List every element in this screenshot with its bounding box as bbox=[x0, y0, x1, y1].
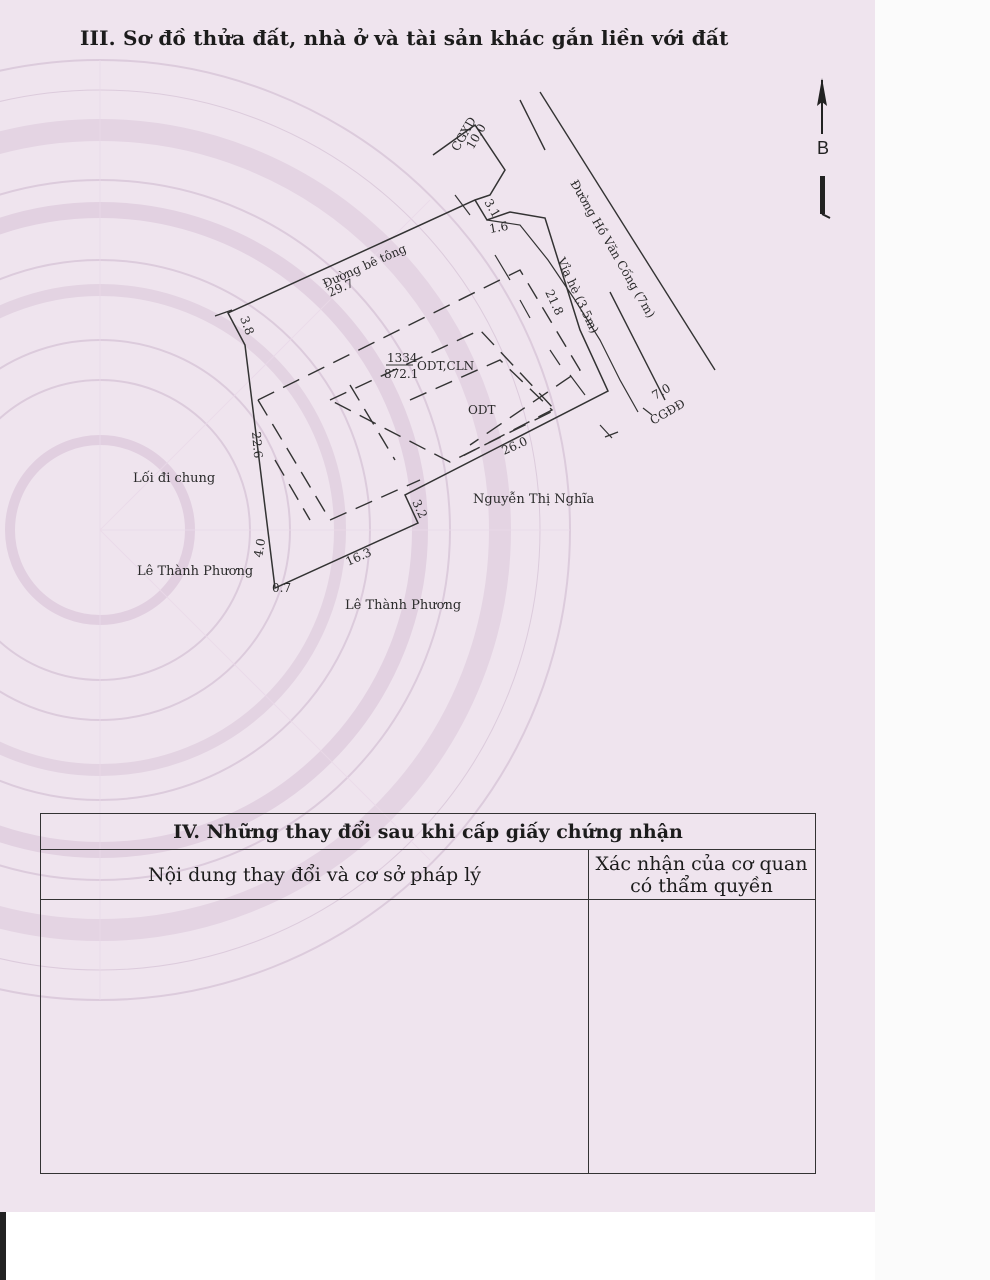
certificate-page: III. Sơ đồ thửa đất, nhà ở và tài sản kh… bbox=[0, 0, 875, 1212]
parcel-map: CGXD 10.0 3.1 1.6 Đường bê tông 29.7 3.8… bbox=[133, 91, 716, 613]
authority-content-cell bbox=[589, 900, 815, 1173]
scan-margin-right bbox=[875, 0, 990, 1280]
parcel-area: 872.1 bbox=[384, 367, 418, 381]
dim-22-6: 22.6 bbox=[249, 431, 265, 459]
north-arrow-icon bbox=[817, 78, 831, 219]
dim-3-8: 3.8 bbox=[237, 314, 257, 337]
neighbor-le-thanh-phuong-2: Lê Thành Phương bbox=[345, 598, 461, 613]
drum-pattern-background bbox=[0, 59, 571, 1001]
parcel-use: ODT,CLN bbox=[417, 359, 474, 373]
neighbor-common-path: Lối đi chung bbox=[133, 470, 215, 486]
dim-4-0: 4.0 bbox=[251, 537, 268, 558]
parcel-number: 1334 bbox=[387, 351, 418, 365]
neighbor-nguyen-thi-nghia: Nguyễn Thị Nghĩa bbox=[473, 491, 594, 507]
section3-title: III. Sơ đồ thửa đất, nhà ở và tài sản kh… bbox=[80, 26, 729, 50]
scan-margin-bottom bbox=[0, 1212, 875, 1280]
changes-table: IV. Những thay đổi sau khi cấp giấy chứn… bbox=[40, 813, 816, 1174]
dim-7-0: 7.0 bbox=[650, 381, 674, 403]
dim-16-3: 16.3 bbox=[344, 545, 374, 569]
dim-1-6: 1.6 bbox=[488, 219, 509, 236]
dim-0-7: 0.7 bbox=[272, 581, 291, 595]
changes-content-cell bbox=[41, 900, 588, 1173]
column-divider bbox=[588, 850, 589, 1173]
cgdd-label: CGĐĐ bbox=[648, 396, 688, 427]
dim-3-2: 3.2 bbox=[409, 497, 430, 520]
scan-edge-mark bbox=[0, 1212, 6, 1280]
section4-title: IV. Những thay đổi sau khi cấp giấy chứn… bbox=[41, 814, 815, 850]
col-authority-header-line1: Xác nhận của cơ quan bbox=[595, 853, 808, 875]
house-use: ODT bbox=[468, 403, 495, 417]
col-changes-header: Nội dung thay đổi và cơ sở pháp lý bbox=[41, 850, 588, 900]
dim-26-0: 26.0 bbox=[500, 434, 530, 458]
neighbor-le-thanh-phuong-1: Lê Thành Phương bbox=[137, 564, 253, 579]
parcel-boundary bbox=[226, 123, 609, 590]
col-authority-header-line2: có thẩm quyền bbox=[630, 875, 773, 897]
col-authority-header: Xác nhận của cơ quan có thẩm quyền bbox=[588, 850, 815, 900]
north-label: B bbox=[817, 138, 830, 158]
